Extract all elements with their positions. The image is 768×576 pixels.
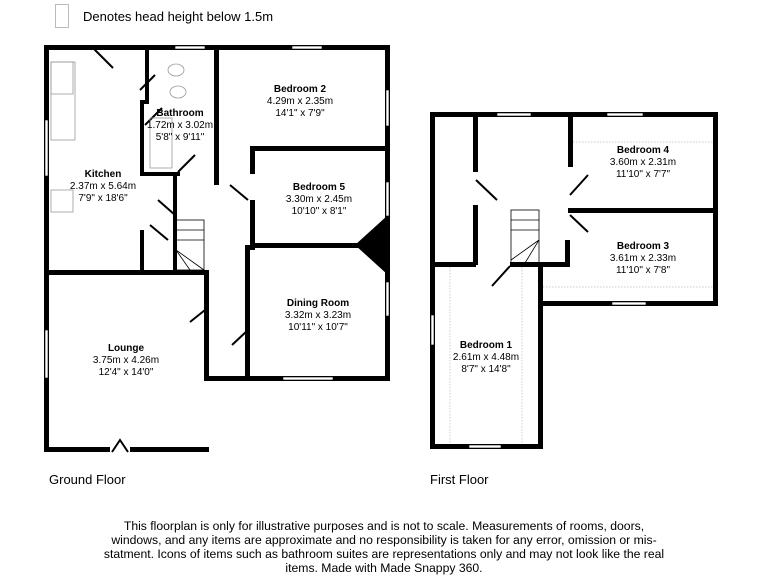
svg-text:Dining Room: Dining Room xyxy=(287,298,349,309)
svg-text:11'10" x 7'8": 11'10" x 7'8" xyxy=(616,265,671,276)
bathroom-fixtures xyxy=(149,63,187,169)
svg-text:4.29m x 2.35m: 4.29m x 2.35m xyxy=(267,96,333,107)
head-height-swatch xyxy=(55,4,69,28)
room-labels: Kitchen 2.37m x 5.64m 7'9" x 18'6" Bathr… xyxy=(70,84,676,378)
legend-text: Denotes head height below 1.5m xyxy=(83,8,274,24)
svg-text:Bathroom: Bathroom xyxy=(156,108,203,119)
svg-text:3.30m x 2.45m: 3.30m x 2.45m xyxy=(286,194,352,205)
room-lounge: Lounge 3.75m x 4.26m 12'4" x 14'0" xyxy=(93,343,159,378)
head-height-lines xyxy=(449,141,713,444)
svg-text:8'7" x 14'8": 8'7" x 14'8" xyxy=(461,364,511,375)
svg-text:2.61m x 4.48m: 2.61m x 4.48m xyxy=(453,352,519,363)
svg-text:Bedroom 4: Bedroom 4 xyxy=(617,145,670,156)
first-floor-label: First Floor xyxy=(430,472,489,487)
svg-text:3.61m x 2.33m: 3.61m x 2.33m xyxy=(610,253,676,264)
room-bedroom-5: Bedroom 5 3.30m x 2.45m 10'10" x 8'1" xyxy=(286,182,352,217)
room-dining-room: Dining Room 3.32m x 3.23m 10'11" x 10'7" xyxy=(285,298,351,333)
svg-text:10'10" x 8'1": 10'10" x 8'1" xyxy=(292,206,347,217)
first-floor-windows xyxy=(430,112,647,449)
room-bedroom-2: Bedroom 2 4.29m x 2.35m 14'1" x 7'9" xyxy=(267,84,333,119)
ground-floor-walls xyxy=(44,45,390,452)
kitchen-fixtures xyxy=(50,61,76,213)
stairs-ground xyxy=(175,219,205,271)
legend: Denotes head height below 1.5m xyxy=(55,4,273,28)
svg-text:Bedroom 2: Bedroom 2 xyxy=(274,84,327,95)
svg-text:Kitchen: Kitchen xyxy=(85,169,122,180)
stairs-first xyxy=(510,209,540,264)
svg-text:Bedroom 3: Bedroom 3 xyxy=(617,241,670,252)
svg-text:14'1" x 7'9": 14'1" x 7'9" xyxy=(275,108,325,119)
svg-text:10'11" x 10'7": 10'11" x 10'7" xyxy=(288,322,348,333)
svg-text:1.72m x 3.02m: 1.72m x 3.02m xyxy=(147,120,213,131)
room-bedroom-4: Bedroom 4 3.60m x 2.31m 11'10" x 7'7" xyxy=(610,145,676,180)
ground-floor-windows xyxy=(44,45,390,381)
svg-text:3.60m x 2.31m: 3.60m x 2.31m xyxy=(610,157,676,168)
svg-text:Bedroom 1: Bedroom 1 xyxy=(460,340,513,351)
svg-text:7'9" x 18'6": 7'9" x 18'6" xyxy=(78,193,128,204)
svg-text:5'8" x 9'11": 5'8" x 9'11" xyxy=(156,132,205,143)
room-bedroom-1: Bedroom 1 2.61m x 4.48m 8'7" x 14'8" xyxy=(453,340,519,375)
room-bedroom-3: Bedroom 3 3.61m x 2.33m 11'10" x 7'8" xyxy=(610,241,676,276)
svg-text:2.37m x 5.64m: 2.37m x 5.64m xyxy=(70,181,136,192)
svg-text:3.32m x 3.23m: 3.32m x 3.23m xyxy=(285,310,351,321)
ground-floor-label: Ground Floor xyxy=(49,472,126,487)
disclaimer: This floorplan is only for illustrative … xyxy=(103,519,665,575)
svg-text:3.75m x 4.26m: 3.75m x 4.26m xyxy=(93,355,159,366)
svg-text:12'4" x 14'0": 12'4" x 14'0" xyxy=(99,367,154,378)
ground-floor-doors xyxy=(92,47,249,453)
room-kitchen: Kitchen 2.37m x 5.64m 7'9" x 18'6" xyxy=(70,169,136,204)
svg-text:Lounge: Lounge xyxy=(108,343,145,354)
first-floor-doors xyxy=(475,174,589,287)
svg-text:11'10" x 7'7": 11'10" x 7'7" xyxy=(616,169,671,180)
room-bathroom: Bathroom 1.72m x 3.02m 5'8" x 9'11" xyxy=(147,108,213,143)
svg-text:Bedroom 5: Bedroom 5 xyxy=(293,182,346,193)
